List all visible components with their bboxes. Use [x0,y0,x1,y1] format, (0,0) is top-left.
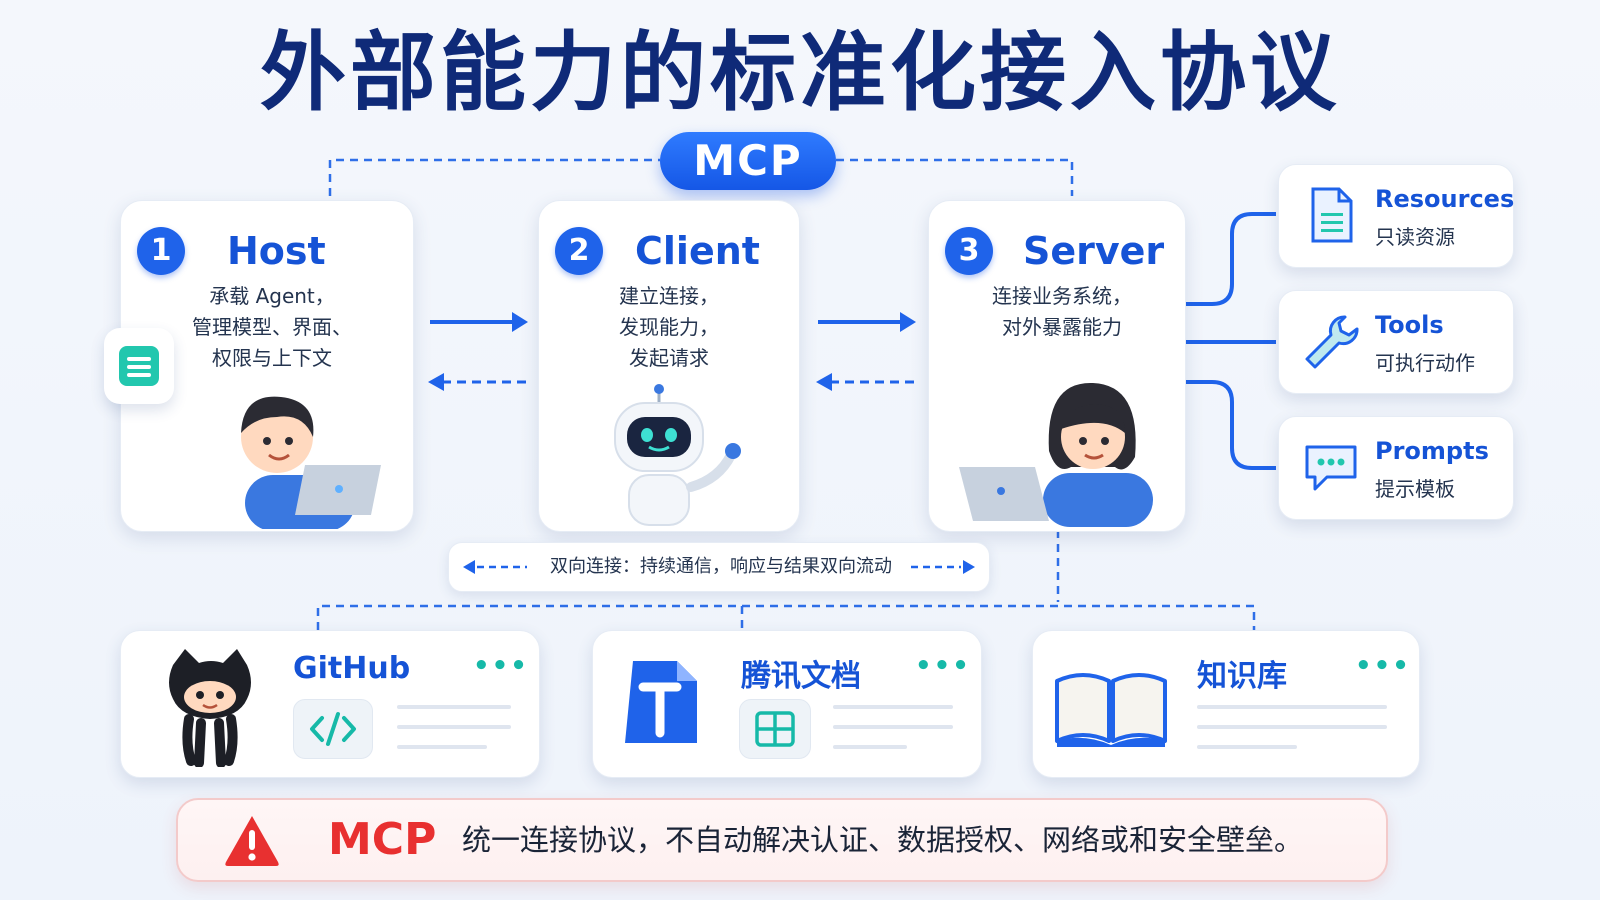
more-options-icon[interactable]: ••• [915,651,971,681]
placeholder-line [397,745,487,749]
client-title: Client [635,229,760,273]
server-card[interactable]: 3 Server 连接业务系统， 对外暴露能力 [928,200,1186,532]
client-card[interactable]: 2 Client 建立连接， 发现能力， 发起请求 [538,200,800,532]
arrow-client-to-host [428,373,526,391]
capability-title: Prompts [1375,437,1489,465]
placeholder-line [833,705,953,709]
step-number: 2 [555,227,603,275]
arrow-client-to-server [818,312,916,332]
capability-subtitle: 只读资源 [1375,225,1455,249]
capability-subtitle: 提示模板 [1375,477,1455,501]
warning-banner: MCP 统一连接协议，不自动解决认证、数据授权、网络或和安全壁垒。 [176,798,1388,882]
code-tile [293,699,373,759]
step-number: 1 [137,227,185,275]
placeholder-line [1197,705,1387,709]
more-options-icon[interactable]: ••• [473,651,529,681]
capability-title: Tools [1375,311,1444,339]
integration-title: 腾讯文档 [741,659,861,694]
tencent-docs-icon [625,661,697,743]
more-options-icon[interactable]: ••• [1355,651,1411,681]
placeholder-line [397,725,511,729]
capability-card-tools[interactable]: Tools 可执行动作 [1278,290,1514,394]
warning-text: 统一连接协议，不自动解决认证、数据授权、网络或和安全壁垒。 [462,823,1304,857]
server-title: Server [1023,229,1165,273]
arrow-left-icon [463,560,527,574]
warning-keyword: MCP [328,814,437,865]
integration-title: 知识库 [1197,659,1287,694]
wrench-icon [1305,315,1359,369]
list-panel-icon [119,346,159,386]
server-description: 连接业务系统， 对外暴露能力 [992,284,1132,339]
integration-card-github[interactable]: GitHub ••• [120,630,540,778]
bidirectional-text: 双向连接：持续通信，响应与结果双向流动 [550,556,892,577]
integration-title: GitHub [293,651,411,686]
grid-icon [755,711,795,747]
placeholder-line [1197,745,1297,749]
placeholder-line [1197,725,1387,729]
chat-bubble-icon [1305,445,1357,491]
capability-card-resources[interactable]: Resources 只读资源 [1278,164,1514,268]
mcp-badge: MCP [660,132,836,190]
host-title: Host [227,229,326,273]
integration-card-tencent-docs[interactable]: 腾讯文档 ••• [592,630,982,778]
integration-card-knowledge-base[interactable]: 知识库 ••• [1032,630,1420,778]
host-description: 承载 Agent， 管理模型、界面、 权限与上下文 [192,284,352,370]
capability-card-prompts[interactable]: Prompts 提示模板 [1278,416,1514,520]
arrow-host-to-client [430,312,528,332]
placeholder-line [397,705,511,709]
step-number: 3 [945,227,993,275]
page-title: 外部能力的标准化接入协议 [260,23,1340,123]
warning-triangle-icon [225,816,279,866]
capability-subtitle: 可执行动作 [1375,351,1475,375]
grid-tile [739,699,811,759]
placeholder-line [833,725,953,729]
document-icon [1311,187,1353,243]
github-octocat-icon [169,649,251,767]
arrow-right-icon [911,560,975,574]
capability-title: Resources [1375,185,1515,213]
person-with-laptop-icon [959,382,1153,527]
robot-icon [614,384,741,526]
placeholder-line [833,745,907,749]
arrow-server-to-client [816,373,914,391]
code-icon [310,712,356,746]
open-book-icon [1055,673,1167,747]
client-description: 建立连接， 发现能力， 发起请求 [619,284,719,370]
host-panel-tile [104,328,174,404]
person-with-laptop-icon [241,396,381,529]
bidirectional-note: 双向连接：持续通信，响应与结果双向流动 [448,542,990,592]
